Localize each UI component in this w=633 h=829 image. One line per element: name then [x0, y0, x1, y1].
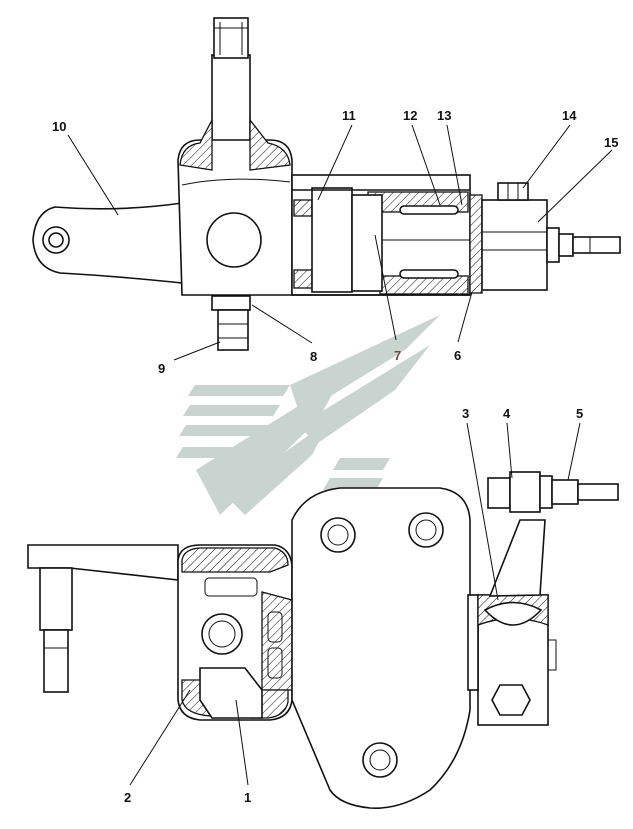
- label-8: 8: [310, 349, 317, 364]
- plate-hole-3: [362, 742, 398, 778]
- label-13: 13: [437, 108, 451, 123]
- clamp-hex-bolt: [491, 684, 531, 716]
- hub-bore: [206, 212, 262, 268]
- clamp-stud-tip: [577, 483, 619, 501]
- hub-nut: [211, 295, 251, 311]
- clamp-arm: [488, 519, 546, 597]
- label-3: 3: [462, 406, 469, 421]
- label-6: 6: [454, 348, 461, 363]
- part-labels: 10 11 12 13 14 15 6 7 8 9 3 4 5 2 1: [52, 108, 618, 805]
- seal-ring-bottom: [399, 269, 459, 279]
- end-flange: [469, 194, 483, 294]
- valve-plug: [497, 182, 529, 201]
- clamp-washer: [539, 475, 553, 509]
- clamp-stud: [551, 479, 579, 505]
- valve-stem-tip: [572, 236, 621, 254]
- shaft-thread: [213, 17, 249, 59]
- label-12: 12: [403, 108, 417, 123]
- hub-bolt: [217, 309, 249, 351]
- piston-rod: [351, 194, 383, 292]
- leader-lines: [67, 124, 613, 786]
- bracket-pin: [39, 567, 73, 631]
- top-assembly-view: [32, 17, 621, 351]
- plate-hole-2: [408, 512, 444, 548]
- label-5: 5: [576, 406, 583, 421]
- clamp-ball: [483, 601, 543, 626]
- clamp-plate: [467, 594, 479, 691]
- lower-hub-hatch-right: [261, 591, 293, 691]
- plate-hole-1: [320, 517, 356, 553]
- lever-eye-inner: [48, 232, 64, 248]
- label-11: 11: [342, 108, 356, 123]
- cylinder-left-wall-bottom: [293, 269, 313, 289]
- label-2: 2: [124, 790, 131, 805]
- piston: [311, 187, 353, 293]
- mounting-plate: [291, 487, 471, 809]
- label-1: 1: [244, 790, 251, 805]
- hub-cap-hatch-left: [179, 119, 213, 171]
- label-4: 4: [503, 406, 511, 421]
- label-9: 9: [158, 361, 165, 376]
- lever-arm: [32, 202, 183, 284]
- valve-stem-collar: [546, 227, 560, 263]
- valve-stem: [558, 233, 574, 257]
- valve-body: [481, 199, 548, 291]
- label-14: 14: [562, 108, 577, 123]
- lower-key: [199, 667, 263, 719]
- label-15: 15: [604, 135, 618, 150]
- bottom-assembly-view: [27, 471, 619, 809]
- lower-hub-hatch-top: [181, 547, 289, 573]
- lower-hub-bore: [201, 613, 243, 655]
- seal-ring-top: [399, 205, 459, 215]
- cylinder-left-wall-top: [293, 199, 313, 217]
- bracket-pin-tip: [43, 629, 69, 693]
- hub-cap-hatch-right: [249, 118, 291, 171]
- clamp-bolt-head: [487, 477, 511, 509]
- label-10: 10: [52, 119, 66, 134]
- clamp-bolt-nut: [509, 471, 541, 513]
- label-7: 7: [394, 348, 401, 363]
- l-bracket: [27, 544, 179, 581]
- watermark-logo: [176, 315, 440, 515]
